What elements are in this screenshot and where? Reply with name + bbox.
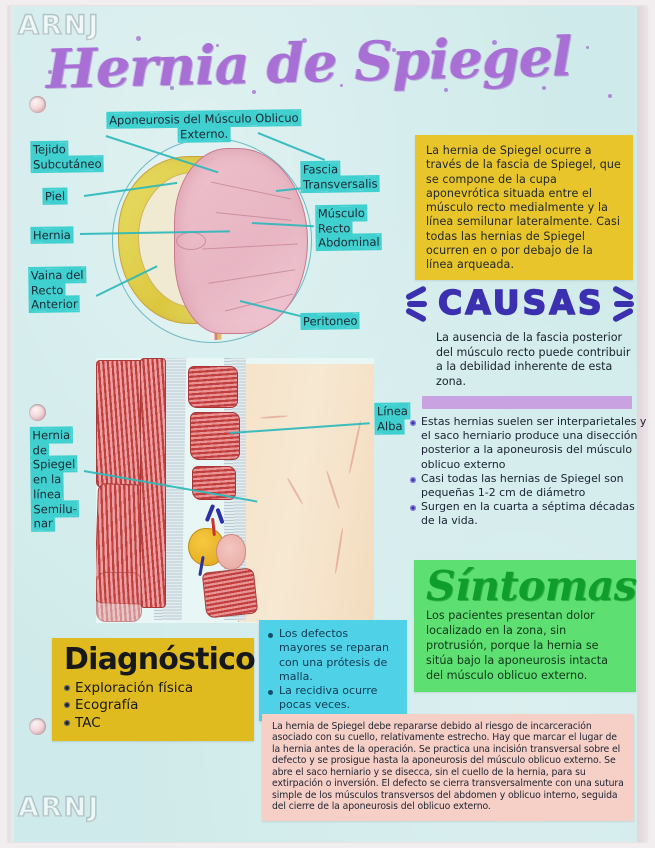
label-hernia-linea-semilunar-text: Hernia de Spiegel en la línea Semilu- na…	[31, 427, 78, 531]
causas-bullet-list: Estas hernias suelen ser interparietales…	[410, 415, 648, 528]
causas-left-dashes	[404, 285, 431, 323]
causas-note: La ausencia de la fascia posterior del m…	[436, 331, 631, 388]
label-aponeurosis: Aponeurosis del Músculo Oblicuo Externo.	[100, 110, 308, 143]
label-vaina-recto-anterior: Vaina del Recto Anterior	[28, 267, 101, 312]
sintomas-body: Los pacientes presentan dolor localizado…	[426, 609, 609, 682]
rectus-segment-2	[190, 412, 240, 460]
intro-text-box: La hernia de Spiegel ocurre a través de …	[415, 135, 633, 281]
watermark-bottom: ARNJ	[17, 791, 101, 824]
causas-bullet-item: Surgen en la cuarta a séptima décadas de…	[410, 500, 648, 528]
purple-divider-bar	[422, 396, 632, 409]
sintomas-heading: Síntomas	[426, 562, 637, 610]
label-hernia-text: Hernia	[31, 227, 72, 243]
label-hernia: Hernia	[30, 227, 92, 244]
artery-branch	[211, 517, 216, 537]
label-hernia-linea-semilunar: Hernia de Spiegel en la línea Semilu- na…	[29, 427, 92, 532]
reparacion-paragraph-box: La hernia de Spiegel debe repararse debi…	[262, 714, 634, 821]
watermark-top: ARNJ	[17, 9, 101, 42]
diagnostico-heading: Diagnóstico	[64, 642, 256, 677]
label-musculo-recto-abdominal: Músculo Recto Abdominal	[315, 205, 404, 251]
diagnostico-list-item: TAC	[64, 715, 244, 733]
label-vaina-recto-anterior-text: Vaina del Recto Anterior	[29, 267, 85, 312]
label-aponeurosis-text: Aponeurosis del Músculo Oblicuo Externo.	[108, 110, 300, 142]
label-fascia-transversalis: Fascia Transversalis	[300, 161, 392, 192]
diagnostico-box: Diagnóstico Exploración física Ecografía…	[52, 638, 256, 742]
diagnostico-list-item: Ecografía	[64, 697, 244, 715]
rectus-segment-1	[188, 366, 238, 408]
label-peritoneo: Peritoneo	[300, 313, 372, 329]
binder-hole-middle	[29, 404, 46, 421]
paper-left-edge	[8, 6, 14, 842]
causas-right-dashes	[611, 285, 638, 323]
tratamiento-box: Los defectos mayores se reparan con una …	[259, 620, 407, 721]
tratamiento-list-item: Los defectos mayores se reparan con una …	[268, 627, 399, 684]
label-peritoneo-text: Peritoneo	[301, 313, 359, 329]
tratamiento-list: Los defectos mayores se reparan con una …	[268, 627, 399, 713]
binder-hole-top	[29, 96, 46, 113]
abdominal-wall-illustration	[96, 358, 374, 623]
skin-surface	[238, 364, 374, 622]
label-tejido-subcutaneo: Tejido Subcutáneo	[30, 141, 122, 172]
causas-heading: CAUSAS	[437, 282, 605, 323]
causas-bullet-item: Casi todas las hernias de Spiegel son pe…	[410, 472, 648, 500]
lower-oblique-muscle	[96, 572, 142, 622]
hernia-neck-swirl	[176, 232, 206, 250]
label-fascia-transversalis-text: Fascia Transversalis	[301, 162, 379, 192]
tratamiento-list-item: La recidiva ocurre pocas veces.	[268, 684, 399, 713]
label-piel-text: Piel	[43, 189, 67, 204]
diagnostico-list: Exploración física Ecografía TAC	[64, 680, 244, 733]
page-title: Hernia de Spiegel	[45, 24, 573, 101]
hernia-sac-contents	[216, 534, 246, 570]
causas-bullet-item: Estas hernias suelen ser interparietales…	[410, 415, 648, 472]
diagnostico-list-item: Exploración física	[64, 680, 244, 698]
label-piel: Piel	[42, 189, 94, 204]
sintomas-box: Síntomas Los pacientes presentan dolor l…	[414, 560, 637, 693]
paper-right-edge	[637, 6, 647, 842]
label-linea-alba-text: Línea Alba	[375, 403, 410, 434]
label-tejido-subcutaneo-text: Tejido Subcutáneo	[31, 142, 103, 172]
binder-hole-bottom	[29, 718, 46, 735]
label-musculo-recto-abdominal-text: Músculo Recto Abdominal	[316, 205, 381, 251]
rectus-segment-4	[201, 567, 259, 619]
